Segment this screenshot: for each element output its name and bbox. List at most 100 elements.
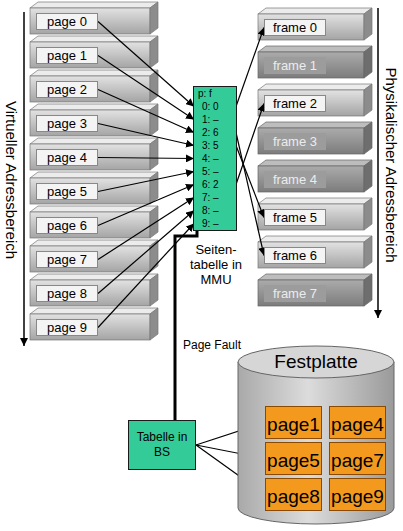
node-label: 6: 2 bbox=[198, 178, 233, 191]
virtual-page: page 7 bbox=[36, 251, 98, 268]
mapping-arrow bbox=[98, 90, 194, 133]
page-slab bbox=[30, 36, 158, 68]
node-label: page 2 bbox=[37, 82, 97, 97]
axis-label: Virtueller Adressbereich bbox=[2, 80, 20, 280]
page-slab bbox=[30, 308, 158, 340]
mapping-arrow bbox=[98, 22, 194, 107]
mapping-arrow bbox=[98, 224, 194, 328]
node-label: page 6 bbox=[37, 218, 97, 233]
node-label: frame 3 bbox=[265, 134, 325, 149]
page-frame: frame 1 bbox=[264, 57, 326, 74]
table-row: 1: – bbox=[194, 113, 236, 126]
node-label: frame 7 bbox=[265, 286, 325, 301]
table-row: 0: 0 bbox=[194, 100, 236, 113]
mapping-arrow bbox=[98, 211, 194, 294]
page-frame: frame 6 bbox=[264, 247, 326, 264]
node-label: frame 5 bbox=[265, 210, 325, 225]
swapped-page: page9 bbox=[329, 478, 386, 511]
table-row: 7: – bbox=[194, 191, 236, 204]
page-slab bbox=[30, 274, 158, 306]
disk-title: Festplatte bbox=[237, 351, 395, 373]
virtual-page: page 3 bbox=[36, 115, 98, 132]
mapping-arrow bbox=[98, 158, 194, 159]
swapped-page: page5 bbox=[265, 442, 322, 475]
os-table: Tabelle in BS bbox=[128, 420, 196, 470]
page-frame: frame 3 bbox=[264, 133, 326, 150]
node-label: Tabelle in BS bbox=[131, 430, 193, 460]
node-label: page7 bbox=[330, 450, 385, 472]
table-row: 2: 6 bbox=[194, 126, 236, 139]
node-label: page 7 bbox=[37, 252, 97, 267]
node-label: page 9 bbox=[37, 320, 97, 335]
virtual-page: page 8 bbox=[36, 285, 98, 302]
page-slab bbox=[30, 172, 158, 204]
virtual-page: page 2 bbox=[36, 81, 98, 98]
frame-slab bbox=[258, 274, 372, 306]
node-label: frame 0 bbox=[265, 20, 325, 35]
virtual-page: page 6 bbox=[36, 217, 98, 234]
frame-slab bbox=[258, 236, 372, 268]
page-slab bbox=[30, 240, 158, 272]
page-frame: frame 0 bbox=[264, 19, 326, 36]
table-row: 3: 5 bbox=[194, 139, 236, 152]
virtual-page: page 0 bbox=[36, 13, 98, 30]
page-slab bbox=[30, 138, 158, 170]
table-row: 8: – bbox=[194, 204, 236, 217]
table-row: 6: 2 bbox=[194, 178, 236, 191]
page-frame: frame 4 bbox=[264, 171, 326, 188]
virtual-page: page 9 bbox=[36, 319, 98, 336]
table-row: 4: – bbox=[194, 152, 236, 165]
table-row: 9: – bbox=[194, 217, 236, 230]
node-label: 7: – bbox=[198, 191, 233, 204]
node-label: page 5 bbox=[37, 184, 97, 199]
node-label: 2: 6 bbox=[198, 126, 233, 139]
mapping-arrow bbox=[236, 146, 264, 218]
node-label: frame 2 bbox=[265, 96, 325, 111]
cylinder-body bbox=[238, 362, 394, 524]
mapping-arrow bbox=[98, 56, 194, 120]
mapping-arrow bbox=[236, 28, 264, 107]
node-label: 1: – bbox=[198, 113, 233, 126]
virtual-page: page 5 bbox=[36, 183, 98, 200]
disk-cylinder: Festplatte page1 page4 page5 page7 page8 page9 bbox=[237, 344, 395, 526]
node-label: 9: – bbox=[198, 217, 233, 230]
mapping-arrow bbox=[98, 124, 194, 146]
mapping-arrow bbox=[236, 133, 264, 256]
frame-slab bbox=[258, 84, 372, 116]
cylinder-top bbox=[238, 346, 394, 378]
node-label: 0: 0 bbox=[198, 100, 233, 113]
table-header: p: f bbox=[194, 87, 236, 100]
frame-slab bbox=[258, 198, 372, 230]
frame-slab bbox=[258, 122, 372, 154]
page-slab bbox=[30, 2, 158, 34]
page-slab bbox=[30, 104, 158, 136]
mapping-arrow bbox=[98, 198, 194, 260]
swapped-page: page1 bbox=[265, 406, 322, 439]
node-label: page 0 bbox=[37, 14, 97, 29]
node-label: frame 6 bbox=[265, 248, 325, 263]
node-label: page5 bbox=[266, 450, 321, 472]
mapping-arrow bbox=[236, 104, 264, 185]
node-label: page 8 bbox=[37, 286, 97, 301]
direction-arrow bbox=[377, 8, 379, 318]
node-label: frame 1 bbox=[265, 58, 325, 73]
frame-slab bbox=[258, 160, 372, 192]
table-row: 5: – bbox=[194, 165, 236, 178]
page-frame: frame 7 bbox=[264, 285, 326, 302]
node-label: page1 bbox=[266, 414, 321, 436]
node-label: page8 bbox=[266, 486, 321, 508]
node-label: page9 bbox=[330, 486, 385, 508]
page-frame: frame 2 bbox=[264, 95, 326, 112]
node-label: frame 4 bbox=[265, 172, 325, 187]
axis-label: Physikalischer Adressbereich bbox=[382, 50, 400, 280]
node-label: page 1 bbox=[37, 48, 97, 63]
swapped-page: page4 bbox=[329, 406, 386, 439]
direction-arrow bbox=[23, 12, 25, 346]
page-table: p: fSeiten- tabelle in MMU0: 01: –2: 63:… bbox=[193, 86, 237, 231]
virtual-page: page 4 bbox=[36, 149, 98, 166]
node-label: page 4 bbox=[37, 150, 97, 165]
frame-slab bbox=[258, 8, 372, 40]
page-slab bbox=[30, 70, 158, 102]
